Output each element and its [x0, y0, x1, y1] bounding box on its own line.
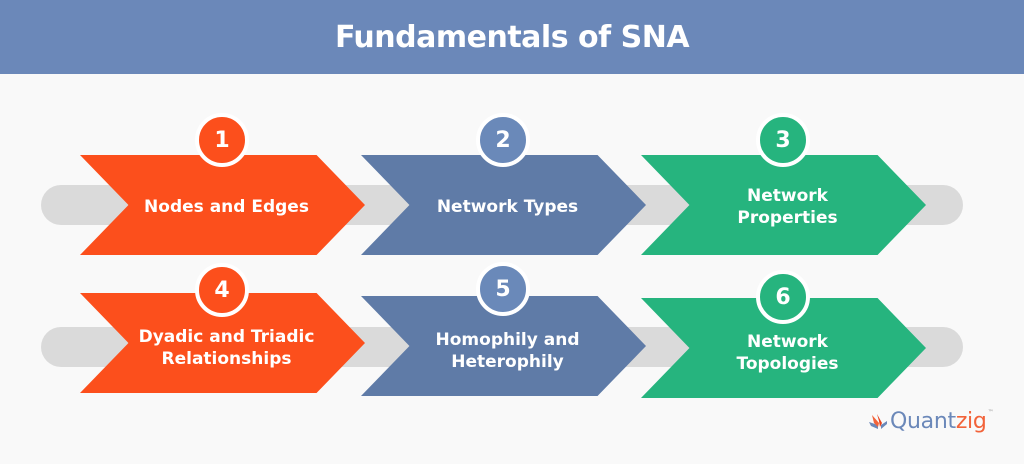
page-title: Fundamentals of SNA — [334, 19, 690, 55]
header-banner: Fundamentals of SNA — [0, 0, 1024, 74]
step-label-5: Homophily and Heterophily — [435, 330, 580, 372]
step-label-2: Network Types — [436, 197, 579, 217]
step-label-6: Network Topologies — [736, 332, 839, 374]
quantzig-logo: Quantzig™ — [868, 409, 994, 434]
step-chevron-2: Network Types — [361, 155, 646, 255]
step-badge-5: 5 — [476, 262, 530, 316]
step-label-4: Dyadic and Triadic Relationships — [138, 327, 315, 369]
step-badge-4: 4 — [195, 263, 249, 317]
quantzig-book-icon — [869, 413, 887, 429]
step-badge-1: 1 — [195, 113, 249, 167]
logo-text: Quantzig™ — [890, 409, 994, 434]
step-badge-2: 2 — [476, 113, 530, 167]
step-badge-3: 3 — [756, 113, 810, 167]
step-label-1: Nodes and Edges — [144, 197, 309, 217]
step-badge-6: 6 — [756, 270, 810, 324]
step-label-3: Network Properties — [737, 186, 838, 228]
